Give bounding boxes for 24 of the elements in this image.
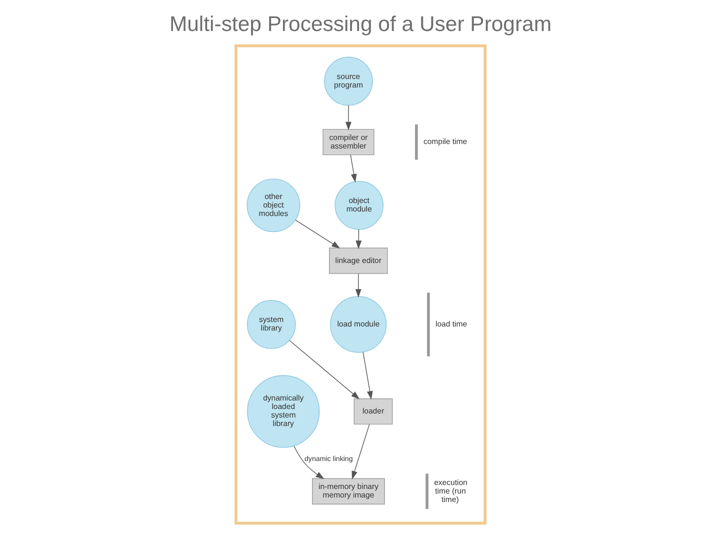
node-circle: object module [334, 180, 383, 230]
node-box: in-memory binary memory image [312, 478, 384, 504]
label: load time [435, 319, 467, 328]
node-circle: load module [330, 296, 386, 353]
node-circle: other object modules [246, 178, 300, 232]
arrow [355, 229, 362, 250]
cluster [234, 44, 486, 525]
node-circle: source program [324, 56, 372, 106]
arrow [293, 446, 324, 480]
label: execution time (run time) [434, 478, 467, 504]
arrow [351, 424, 370, 480]
arrow [294, 220, 340, 248]
diagram-title: Multi-step Processing of a User Program [168, 12, 552, 36]
node-box: loader [353, 398, 392, 425]
label: compile time [422, 137, 467, 146]
arrow [350, 154, 356, 182]
node-box: linkage editor [328, 248, 388, 274]
node-box: compiler or assembler [322, 128, 374, 156]
node-circle: system library [246, 300, 296, 349]
arrow [288, 340, 360, 400]
arrow [362, 352, 372, 400]
arrow [354, 273, 361, 298]
arrow [345, 105, 351, 130]
node-circle: dynamically loaded system library [246, 375, 320, 448]
